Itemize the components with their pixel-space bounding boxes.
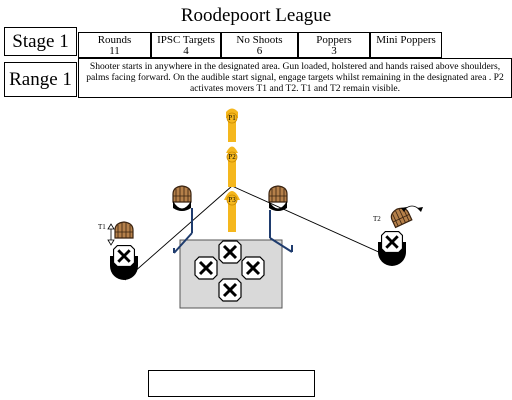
ipsc-target [193, 255, 219, 281]
noshoot-right [268, 185, 288, 211]
stat-mini-poppers: Mini Poppers [370, 32, 442, 58]
stat-rounds: Rounds 11 [78, 32, 151, 58]
range-label: Range 1 [4, 62, 77, 97]
mover-t2: T2 [373, 204, 423, 266]
stat-no-shoots-label: No Shoots [236, 34, 283, 46]
popper-p2-label: P2 [228, 153, 236, 161]
noshoot-left [172, 185, 192, 211]
stat-no-shoots: No Shoots 6 [221, 32, 298, 58]
sight-line [231, 185, 393, 259]
stat-rounds-value: 11 [109, 45, 120, 57]
popper-p2: P2 [226, 146, 238, 187]
stage-description: Shooter starts in anywhere in the design… [78, 58, 512, 98]
stage-label: Stage 1 [4, 27, 77, 56]
stat-ipsc-targets-value: 4 [183, 45, 189, 57]
popper-p3: P3 [224, 191, 240, 232]
stat-poppers-label: Poppers [316, 34, 352, 46]
stat-ipsc-targets-label: IPSC Targets [157, 34, 215, 46]
ipsc-target [217, 239, 243, 265]
popper-p1-label: P1 [228, 114, 236, 122]
mover-t2-label: T2 [373, 215, 381, 223]
stat-poppers: Poppers 3 [298, 32, 370, 58]
ipsc-target [240, 255, 266, 281]
popper-p3-label: P3 [228, 196, 236, 204]
bottom-box [148, 370, 315, 397]
left-stand [173, 232, 193, 254]
mover-t1-label: T1 [98, 223, 106, 231]
stat-ipsc-targets: IPSC Targets 4 [151, 32, 221, 58]
stat-rounds-label: Rounds [97, 34, 132, 46]
mover-t1: T1 [98, 221, 138, 280]
popper-p1: P1 [226, 108, 238, 142]
league-title: Roodepoort League [180, 5, 332, 26]
stat-poppers-value: 3 [331, 45, 337, 57]
sight-line [124, 185, 233, 281]
stat-no-shoots-value: 6 [256, 45, 263, 57]
right-stand [269, 237, 293, 253]
stat-mini-poppers-label: Mini Poppers [376, 34, 436, 46]
ipsc-target [217, 277, 243, 303]
